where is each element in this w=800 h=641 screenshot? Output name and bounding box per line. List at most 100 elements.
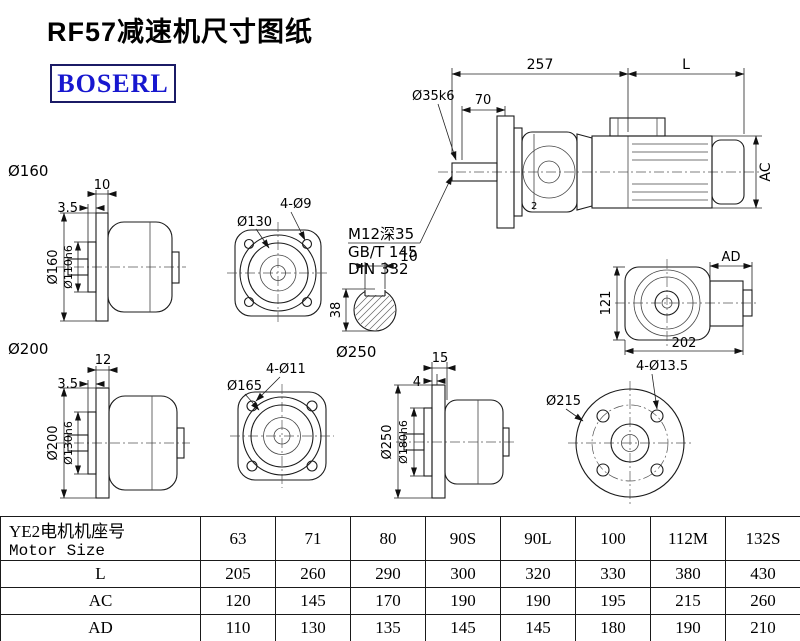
flange215-drawing: Ø215 4-Ø13.5 <box>546 359 692 505</box>
table-header-row: YE2电机机座号 Motor Size 63 71 80 90S 90L 100… <box>0 516 800 561</box>
dim-70: 70 <box>475 93 492 108</box>
dia-250: Ø250 <box>380 424 395 459</box>
main-assembly-drawing: 257 L 70 Ø35k6 AC 2 <box>412 57 774 229</box>
bolt-hole <box>650 409 664 423</box>
table-row-AD: AD 110 130 135 145 145 180 190 210 <box>0 614 800 641</box>
holes-4-11: 4-Ø11 <box>266 362 306 377</box>
key-width-10: 10 <box>400 249 418 265</box>
table-cell: 145 <box>275 587 351 615</box>
dim-AC: AC <box>758 162 774 181</box>
table-cell: 260 <box>725 587 800 615</box>
dim-3-5: 3.5 <box>57 201 78 216</box>
shaft-dia-label: Ø35k6 <box>412 89 455 104</box>
table-cell: 195 <box>575 587 651 615</box>
flange160-label: Ø160 <box>8 162 48 180</box>
dia-165: Ø165 <box>227 379 262 394</box>
dim-AD: AD <box>722 250 741 265</box>
bolt-hole <box>301 238 313 250</box>
table-cell: 120 <box>200 587 276 615</box>
table-row-AC: AC 120 145 170 190 190 195 215 260 <box>0 587 800 615</box>
fan-cover <box>711 139 745 205</box>
bolt-hole <box>301 296 313 308</box>
table-cell: 320 <box>500 560 576 588</box>
table-cell: 260 <box>275 560 351 588</box>
flange250-label: Ø250 <box>336 343 376 361</box>
bolt-hole <box>246 460 258 472</box>
dia-130h6: Ø130h6 <box>62 421 75 465</box>
size-63: 63 <box>200 516 276 561</box>
bolt-hole <box>596 463 610 477</box>
size-71: 71 <box>275 516 351 561</box>
table-cell: 170 <box>350 587 426 615</box>
dim-L: L <box>682 57 690 73</box>
table-cell: 430 <box>725 560 800 588</box>
dim-202: 202 <box>672 336 697 351</box>
motor-end-view: AD 121 202 <box>599 250 756 355</box>
table-cell: 290 <box>350 560 426 588</box>
flange250-drawing: Ø250 15 4 Ø250 <box>336 343 514 499</box>
terminal-box <box>609 117 666 137</box>
page-title: RF57减速机尺寸图纸 <box>47 17 314 47</box>
dim-3-5: 3.5 <box>57 377 78 392</box>
dia-180h6: Ø180h6 <box>397 420 410 464</box>
bolt-hole <box>650 463 664 477</box>
dia-160: Ø160 <box>46 249 61 284</box>
bolt-circle <box>591 404 669 482</box>
flange-plate <box>431 384 446 499</box>
tap-note-line2: GB/T 145 <box>348 243 418 261</box>
dim-10: 10 <box>94 178 111 193</box>
bolt-hole <box>306 400 318 412</box>
table-cell: 210 <box>725 614 800 641</box>
size-90S: 90S <box>425 516 501 561</box>
dimension-table: YE2电机机座号 Motor Size 63 71 80 90S 90L 100… <box>0 516 800 641</box>
bolt-hole <box>306 460 318 472</box>
size-132S: 132S <box>725 516 800 561</box>
table-cell: 205 <box>200 560 276 588</box>
table-row-L: L 205 260 290 300 320 330 380 430 <box>0 560 800 588</box>
tap-note-line1: M12深35 <box>348 225 414 243</box>
dim-257: 257 <box>527 57 554 73</box>
table-cell: 145 <box>425 614 501 641</box>
table-cell: 145 <box>500 614 576 641</box>
table-cell: 110 <box>200 614 276 641</box>
dia-215: Ø215 <box>546 394 581 409</box>
boserl-logo-text: BOSERL <box>57 68 169 98</box>
row-label-L: L <box>0 560 201 588</box>
table-cell: 215 <box>650 587 726 615</box>
table-cell: 300 <box>425 560 501 588</box>
dim-15: 15 <box>432 351 449 366</box>
flange-outer <box>575 388 685 498</box>
motor-size-header-en: Motor Size <box>9 542 106 560</box>
flange200-label: Ø200 <box>8 340 48 358</box>
bolt-hole <box>243 238 255 250</box>
dia-130: Ø130 <box>237 215 272 230</box>
dia-110h6: Ø110h6 <box>62 245 75 289</box>
bolt-hole <box>596 409 610 423</box>
dim-12: 12 <box>95 353 112 368</box>
technical-drawings: 257 L 70 Ø35k6 AC 2 Ø160 <box>8 57 774 505</box>
table-cell: 180 <box>575 614 651 641</box>
row-label-AC: AC <box>0 587 201 615</box>
holes-4-9: 4-Ø9 <box>280 197 311 212</box>
dia-200: Ø200 <box>46 425 61 460</box>
size-80: 80 <box>350 516 426 561</box>
dim-2: 2 <box>531 201 537 212</box>
dim-121: 121 <box>599 291 614 316</box>
dim-4: 4 <box>413 375 421 390</box>
table-cell: 190 <box>425 587 501 615</box>
table-cell: 190 <box>500 587 576 615</box>
row-label-AD: AD <box>0 614 201 641</box>
table-cell: 380 <box>650 560 726 588</box>
flange200-drawing: Ø200 12 3.5 Ø200 <box>8 340 190 499</box>
table-cell: 130 <box>275 614 351 641</box>
terminal-box-side <box>709 280 744 327</box>
size-112M: 112M <box>650 516 726 561</box>
bolt-hole <box>243 296 255 308</box>
boserl-logo: BOSERL <box>50 64 176 103</box>
motor-size-header-cn: YE2电机机座号 <box>9 522 126 541</box>
table-cell: 135 <box>350 614 426 641</box>
size-100: 100 <box>575 516 651 561</box>
motor-size-header: YE2电机机座号 Motor Size <box>0 516 201 561</box>
holes-4-13-5: 4-Ø13.5 <box>636 359 688 374</box>
